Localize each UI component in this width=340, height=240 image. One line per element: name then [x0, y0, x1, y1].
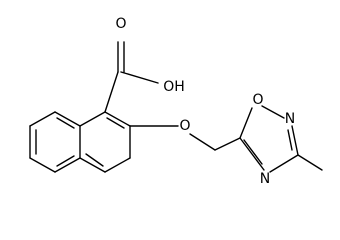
- ring-nitrogen-top-label: N: [285, 111, 295, 127]
- hydroxyl-label: OH: [163, 79, 185, 95]
- oxadiazole-ring: [239, 105, 323, 173]
- ring-oxygen-label: O: [252, 92, 263, 108]
- chemical-structure: O OH O O N N: [29, 16, 323, 187]
- carbonyl-oxygen-label: O: [115, 16, 126, 32]
- ether-oxygen-label: O: [179, 118, 190, 134]
- ring-nitrogen-bottom-label: N: [260, 171, 270, 187]
- ether-linkage-bonds: [129, 125, 241, 151]
- naphthalene-left-ring: [29, 111, 81, 173]
- carboxylic-acid-bonds: [104, 41, 159, 113]
- naphthalene-right-ring: [79, 111, 131, 173]
